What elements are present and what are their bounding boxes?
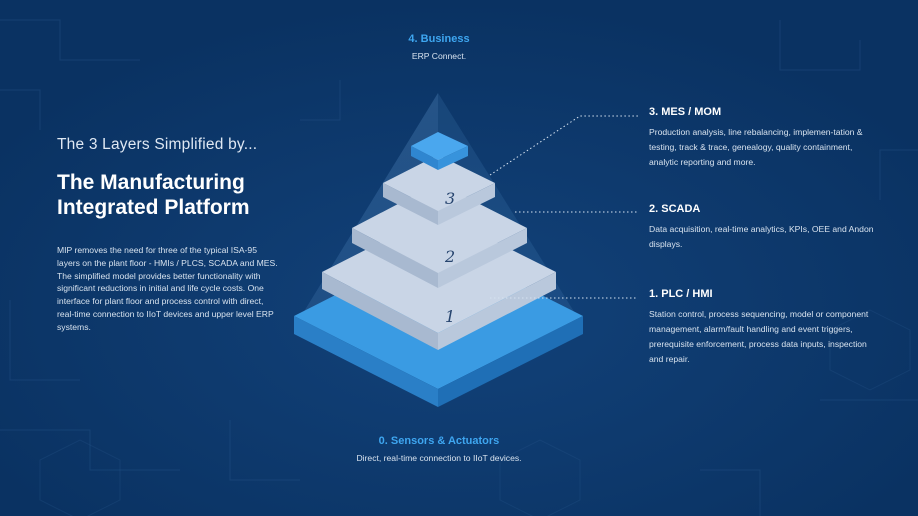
layer-top: [411, 132, 468, 170]
mes-label: 3. MES / MOM Production analysis, line r…: [649, 106, 879, 170]
layer-3: [383, 155, 495, 225]
scada-text: Data acquisition, real-time analytics, K…: [649, 224, 874, 249]
mes-title: 3. MES / MOM: [649, 106, 722, 118]
mes-text: Production analysis, line rebalancing, i…: [649, 127, 863, 167]
business-title: 4. Business: [408, 33, 470, 45]
intro-text: The 3 Layers Simplified by...: [57, 136, 258, 153]
layer-number-3: 3: [445, 189, 455, 208]
scada-label: 2. SCADA Data acquisition, real-time ana…: [649, 203, 879, 252]
business-text: ERP Connect.: [411, 51, 467, 61]
description: MIP removes the need for three of the ty…: [57, 245, 278, 332]
layer-number-2: 2: [444, 247, 455, 266]
sensors-title: 0. Sensors & Actuators: [378, 435, 500, 447]
layer-number-1: 1: [445, 307, 455, 326]
plc-title: 1. PLC / HMI: [649, 288, 713, 300]
layer-2: [352, 183, 527, 288]
sensors-text: Direct, real-time connection to IIoT dev…: [356, 453, 522, 463]
headline: The Manufacturing Integrated Platform: [57, 171, 250, 219]
connector-mes: [489, 115, 638, 176]
business-label: 4. Business ERP Connect.: [339, 33, 539, 61]
sensors-label: 0. Sensors & Actuators Direct, real-time…: [339, 435, 539, 463]
plc-text: Station control, process sequencing, mod…: [649, 309, 869, 364]
plc-label: 1. PLC / HMI Station control, process se…: [649, 288, 879, 367]
scada-title: 2. SCADA: [649, 203, 701, 215]
